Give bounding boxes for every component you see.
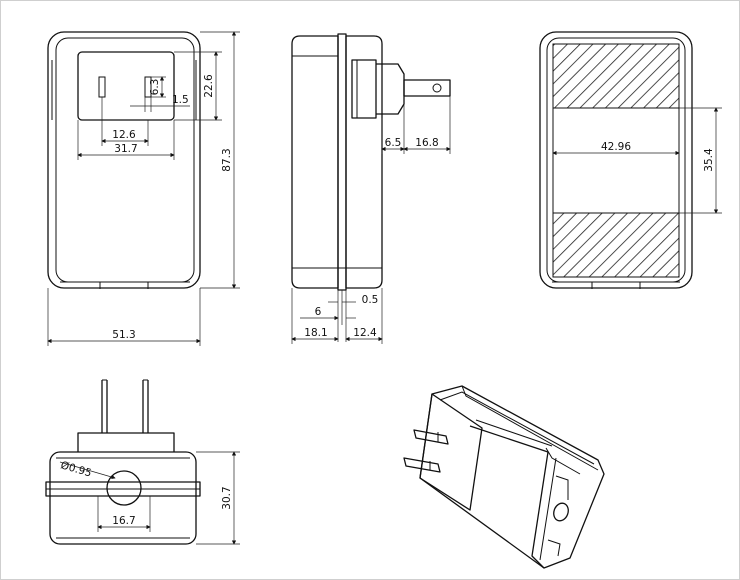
iso-plug-face [419,393,483,511]
dim-side-body-depth: 18.1 [304,327,327,339]
back-view [539,31,693,289]
side-prong [403,79,451,97]
front-prong-slot-left [98,76,106,98]
bottom-hole [106,470,142,506]
bottom-dimensions: Ø0.95 30.7 16.7 [59,451,240,545]
dim-front-prong-height: 6.3 [149,79,161,96]
dim-side-prong-length: 16.8 [415,137,438,149]
dim-side-prong-base: 6.5 [385,137,402,149]
front-view [47,31,201,289]
dim-front-total-width: 51.3 [112,329,135,341]
side-plug-base [351,59,377,119]
dim-front-total-height: 87.3 [221,148,233,171]
iso-hole [553,502,569,522]
dim-side-step: 6 [315,306,322,318]
front-dimensions: 6.3 1.5 22.6 12.6 31.7 87.3 51.3 [47,31,240,346]
bottom-view [45,379,201,545]
dim-back-label-height: 35.4 [703,148,715,172]
back-dimensions: 42.96 35.4 [552,107,722,214]
dim-bottom-hole-dia: Ø0.95 [59,459,93,479]
side-prong-collar [376,63,405,115]
dim-bottom-width: 16.7 [112,515,135,527]
dim-back-label-width: 42.96 [601,141,631,153]
front-plug-plate [77,51,175,121]
side-dimensions: 6.5 16.8 6 0.5 18.1 12.4 [291,96,451,344]
dim-front-prong-spacing: 12.6 [112,129,136,141]
iso-prong-top [413,429,449,445]
dim-side-offset: 0.5 [362,294,379,306]
dim-side-cover-depth: 12.4 [353,327,377,339]
dim-bottom-height: 30.7 [221,486,233,509]
dim-front-prong-gap: 1.5 [172,94,189,106]
isometric-view [403,385,605,569]
side-view [291,33,451,291]
dim-front-plate-width: 31.7 [114,143,137,155]
back-label-area [552,107,680,214]
iso-prong-bottom [403,457,441,473]
dim-front-plate-height: 22.6 [203,74,215,98]
front-prong-slot-right [144,76,152,98]
back-hatch-bottom [552,212,680,278]
back-hatch-top [552,43,680,109]
